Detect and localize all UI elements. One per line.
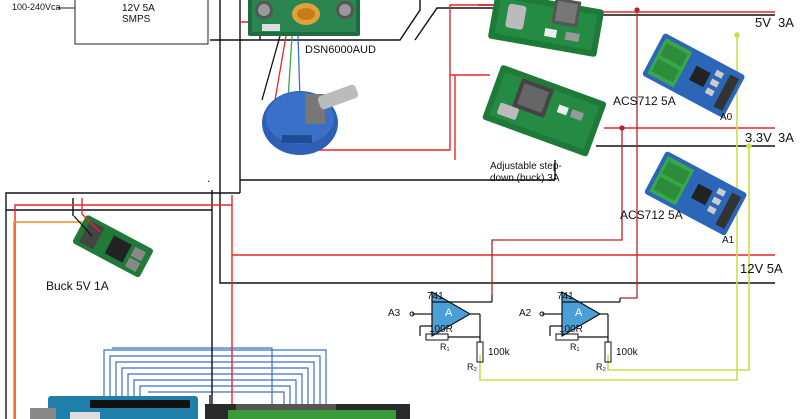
dsn6000aud-module (248, 0, 360, 36)
acs712-a1-module (644, 151, 747, 236)
out-5v-current-label: 3A (778, 15, 794, 30)
buck-5v-1a-module (72, 215, 153, 278)
buck-5v-module (488, 0, 604, 57)
lcd-display (205, 404, 410, 419)
opamp2-part-label: 741 (557, 291, 574, 302)
opamp-1 (409, 290, 493, 363)
sensor-signal-wires (491, 7, 640, 299)
acs712-a1-label: ACS712 5A (620, 208, 683, 222)
out-12v-label: 12V 5A (740, 261, 783, 276)
opamp-2 (539, 290, 621, 363)
opamp2-r2-value: 100k (616, 347, 638, 358)
out-5v-label: 5V (755, 15, 771, 30)
adjustable-buck-label-line2: down (buck) 3A (490, 173, 560, 184)
buck-5v-1a-label: Buck 5V 1A (46, 279, 109, 293)
opamp1-r1-symbol: R₁ (440, 342, 450, 352)
black-wires (5, 0, 775, 419)
smps-rating-label: 12V 5A (122, 3, 155, 14)
dsn-module-label: DSN6000AUD (305, 44, 376, 56)
opamp1-r1-value: 100R (429, 324, 453, 335)
adjustable-buck-module (482, 65, 607, 157)
adjustable-buck-label-line1: Adjustable step- (490, 161, 562, 172)
acs712-a0-label: ACS712 5A (613, 94, 676, 108)
analog-a1-label: A1 (722, 235, 735, 246)
opamp1-input-label: A3 (388, 308, 401, 319)
orange-wire (13, 221, 85, 419)
opamp2-r2-symbol: R₂ (596, 362, 606, 372)
acs712-a0-module (642, 33, 745, 118)
potentiometer (261, 35, 359, 155)
opamp2-r1-value: 100R (559, 324, 583, 335)
mains-input-label: 100-240Vca (12, 2, 61, 12)
opamp1-r2-value: 100k (488, 347, 510, 358)
stray-dot: . (207, 171, 211, 185)
out-3v3-current-label: 3A (778, 130, 794, 145)
analog-a0-label: A0 (720, 112, 733, 123)
opamp2-input-label: A2 (519, 308, 532, 319)
smps-box (74, 0, 209, 45)
opamp1-r2-symbol: R₂ (467, 362, 477, 372)
arduino-board (30, 396, 198, 419)
buck-input-wires (73, 213, 101, 237)
red-wires (14, 0, 775, 419)
opamp1-part-label: 741 (427, 291, 444, 302)
opamp1-name-label: A (445, 307, 453, 319)
opamp2-name-label: A (575, 307, 583, 319)
smps-type-label: SMPS (122, 14, 151, 25)
out-3v3-label: 3.3V (745, 130, 772, 145)
opamp2-r1-symbol: R₁ (570, 342, 580, 352)
